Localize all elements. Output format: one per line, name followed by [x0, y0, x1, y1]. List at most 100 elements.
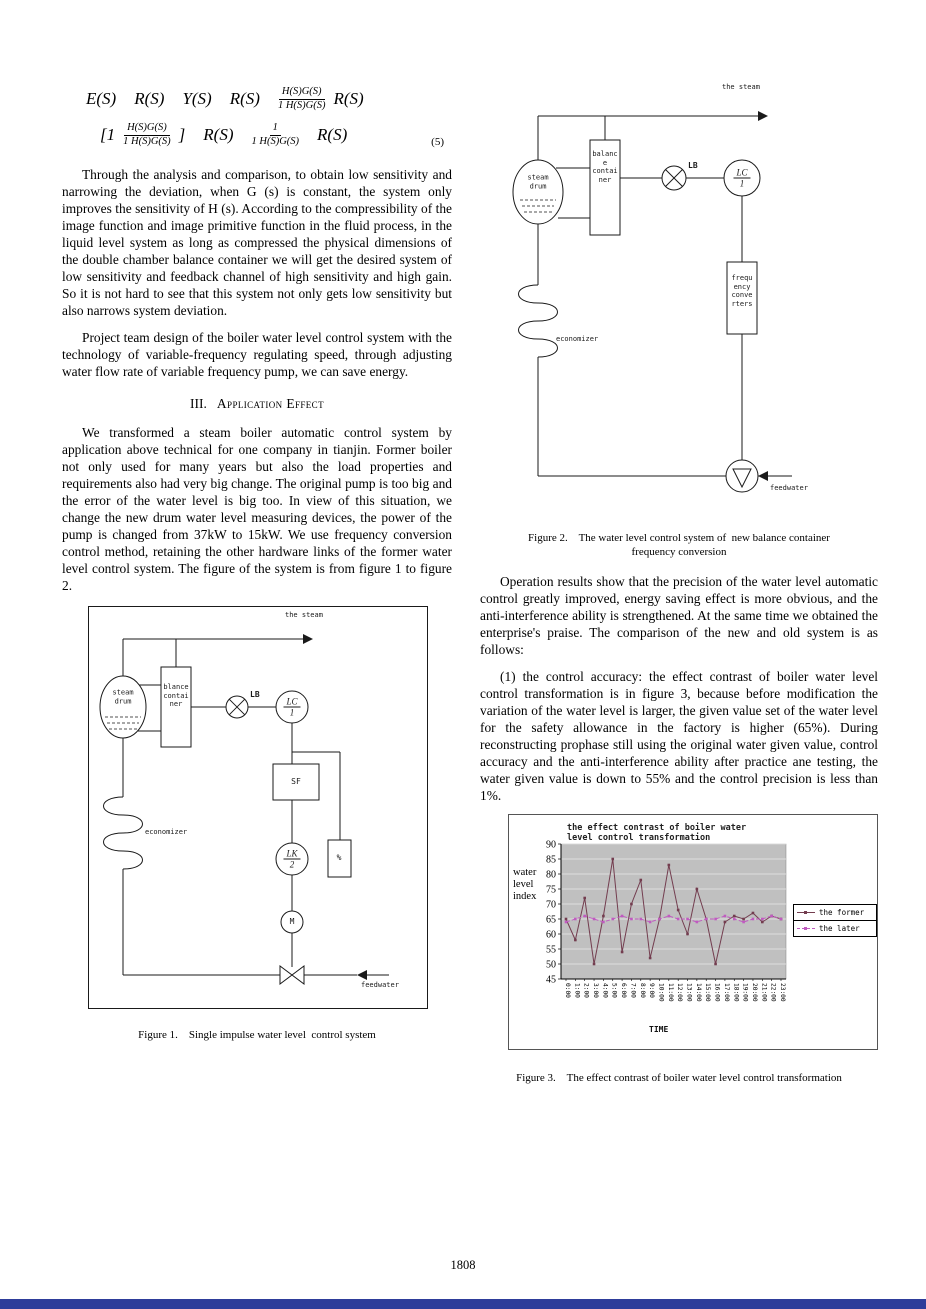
svg-text:12:00: 12:00: [676, 983, 683, 1002]
svg-text:80: 80: [546, 870, 556, 881]
svg-text:1:00: 1:00: [573, 983, 580, 998]
left-column: E(S) R(S) Y(S) R(S) H(S)G(S) 1 H(S)G(S) …: [62, 86, 452, 1043]
svg-text:0:00: 0:00: [564, 983, 571, 998]
svg-text:90: 90: [546, 840, 556, 851]
percent-label: %: [336, 853, 342, 863]
figure2-schematic: [512, 111, 792, 493]
chart-title-line1: the effect contrast of boiler water: [567, 823, 747, 833]
bottom-bar: [0, 1299, 926, 1309]
legend-item-later: the later: [793, 920, 877, 937]
eq-term: ]: [178, 125, 186, 145]
eq-term: R(S): [229, 89, 260, 109]
paragraph-application: We transformed a steam boiler automatic …: [62, 425, 452, 594]
steam-drum: [512, 159, 564, 225]
economizer-coil: [103, 738, 143, 976]
feedwater-label: feedwater: [361, 981, 399, 990]
eq-fraction: H(S)G(S) 1 H(S)G(S): [123, 122, 171, 147]
steam-label: the steam: [722, 83, 760, 91]
balance-container: [138, 639, 192, 748]
svg-text:3:00: 3:00: [592, 983, 599, 998]
svg-text:14:00: 14:00: [695, 983, 702, 1002]
lc-label: LC 1: [283, 697, 301, 718]
steam-drum-label: steam drum: [112, 688, 134, 706]
feedwater-label: feedwater: [770, 484, 808, 492]
svg-text:55: 55: [546, 945, 556, 956]
motor: [280, 910, 304, 934]
eq-fraction: H(S)G(S) 1 H(S)G(S): [277, 86, 326, 111]
legend-label: the later: [819, 924, 860, 933]
section-number: III.: [190, 396, 207, 412]
sf-box: [272, 763, 320, 801]
paragraph-control-accuracy: (1) the control accuracy: the effect con…: [480, 669, 878, 803]
balance-container-label: blance contai ner: [163, 683, 189, 709]
economizer-label: economizer: [145, 828, 188, 837]
figure1-caption: Figure 1. Single impulse water level con…: [138, 1029, 376, 1042]
section-heading: III. Application Effect: [62, 396, 452, 412]
figure1-schematic: [99, 634, 389, 986]
eq-term: Y(S): [182, 89, 212, 109]
svg-text:17:00: 17:00: [723, 983, 730, 1002]
frequency-converters-label: frequ ency conve rters: [731, 274, 753, 308]
equation-line-1: E(S) R(S) Y(S) R(S) H(S)G(S) 1 H(S)G(S) …: [62, 86, 452, 112]
svg-text:70: 70: [546, 900, 556, 911]
svg-text:6:00: 6:00: [620, 983, 627, 998]
eq-term: R(S): [134, 89, 165, 109]
page-number: 1808: [450, 1258, 476, 1272]
right-column: the steam steam drum balanc e contai ner…: [480, 78, 878, 1086]
lb-valve: [620, 165, 687, 191]
lc-label: LC 1: [733, 168, 751, 189]
svg-text:20:00: 20:00: [751, 983, 758, 1002]
steam-line-arrow: [537, 111, 768, 160]
legend-item-former: the former: [793, 904, 877, 921]
svg-text:13:00: 13:00: [686, 983, 693, 1002]
legend-line-sample: [797, 927, 815, 930]
chart-y-axis-title: water level index: [513, 867, 537, 902]
equation-number: (5): [431, 136, 444, 149]
figure2-caption-line2: frequency conversion: [631, 545, 727, 558]
svg-text:50: 50: [546, 960, 556, 971]
steam-line-arrow: [122, 634, 313, 678]
eq-term: R(S): [333, 89, 364, 109]
legend-marker: [804, 911, 807, 914]
eq-term: R(S): [317, 125, 348, 145]
eq-term: E(S): [86, 89, 117, 109]
signal-lines: [291, 723, 341, 968]
sf-label: SF: [291, 777, 301, 787]
svg-text:11:00: 11:00: [667, 983, 674, 1002]
lb-label: LB: [250, 690, 260, 700]
balance-container-label: balanc e contai ner: [592, 150, 618, 184]
economizer-coil: [518, 224, 558, 358]
lb-valve: [191, 695, 249, 719]
paragraph-operation-results: Operation results show that the precisio…: [480, 574, 878, 657]
svg-text:21:00: 21:00: [760, 983, 767, 1002]
svg-text:18:00: 18:00: [732, 983, 739, 1002]
feedwater-pipe: [537, 357, 792, 481]
svg-text:60: 60: [546, 930, 556, 941]
economizer-label: economizer: [556, 335, 599, 343]
lb-label: LB: [688, 161, 698, 170]
chart-title-line2: level control transformation: [567, 833, 711, 843]
svg-text:8:00: 8:00: [639, 983, 646, 998]
svg-text:16:00: 16:00: [714, 983, 721, 1002]
figure2: the steam steam drum balanc e contai ner…: [486, 78, 871, 526]
balance-container: [556, 116, 621, 236]
pump: [725, 459, 759, 493]
svg-text:15:00: 15:00: [704, 983, 711, 1002]
svg-text:75: 75: [546, 885, 556, 896]
svg-text:5:00: 5:00: [611, 983, 618, 998]
equation-line-2: [1 H(S)G(S) 1 H(S)G(S) ] R(S) 1 1 H(S)G(…: [62, 122, 444, 148]
frequency-converters-box: [726, 196, 758, 460]
svg-text:10:00: 10:00: [657, 983, 664, 1002]
legend-marker: [804, 927, 807, 930]
svg-text:45: 45: [546, 975, 556, 986]
svg-text:22:00: 22:00: [770, 983, 777, 1002]
paragraph-project-team: Project team design of the boiler water …: [62, 330, 452, 380]
section-title: Application Effect: [216, 396, 324, 412]
steam-drum: [99, 675, 147, 739]
chart-legend: the former the later: [793, 904, 877, 937]
svg-text:19:00: 19:00: [742, 983, 749, 1002]
lk-label: LK 2: [283, 849, 301, 870]
